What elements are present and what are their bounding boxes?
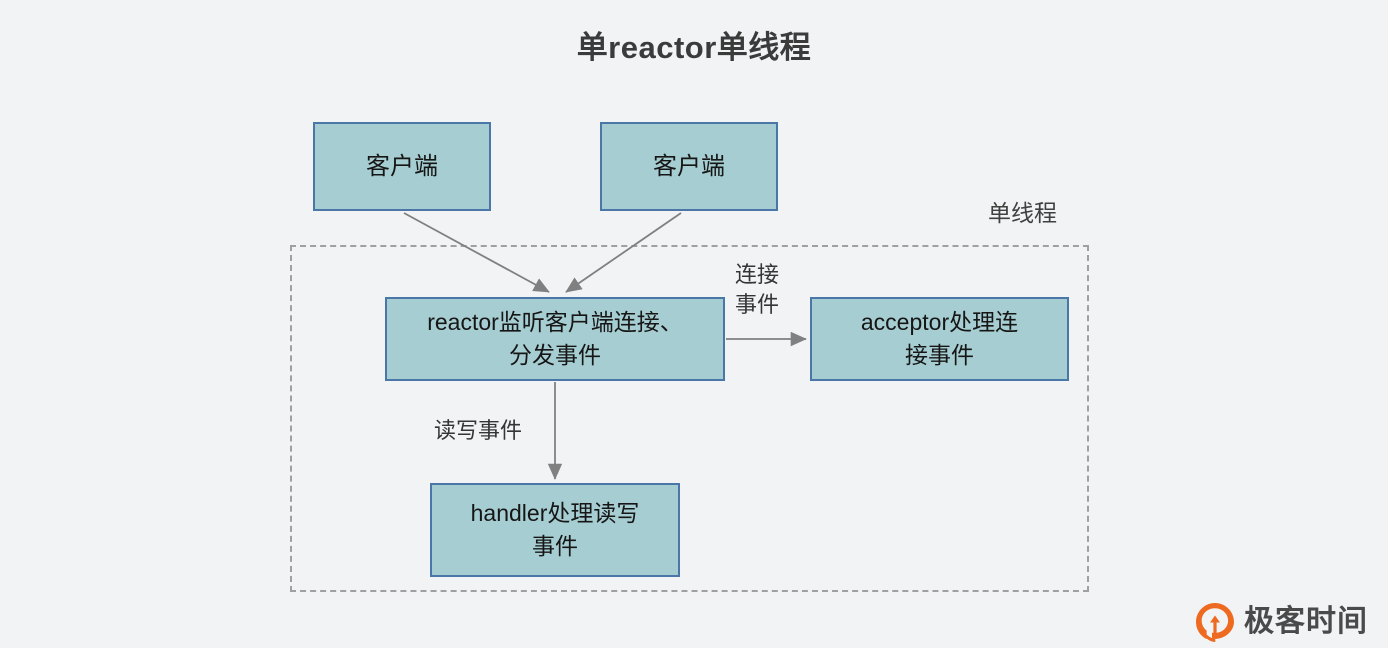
node-acceptor-label: acceptor处理连 接事件	[860, 309, 1019, 368]
single-thread-container	[290, 245, 1089, 592]
page-title: 单reactor单线程	[576, 30, 812, 65]
node-handler-label: handler处理读写 事件	[470, 500, 640, 559]
edge-label-connection-event: 连接 事件	[735, 262, 780, 317]
geektime-logo-icon	[1196, 603, 1234, 642]
watermark-text: 极客时间	[1244, 605, 1368, 638]
node-handler[interactable]: handler处理读写 事件	[430, 483, 680, 577]
single-thread-label: 单线程	[988, 200, 1057, 226]
watermark: 极客时间	[1194, 601, 1368, 643]
node-reactor-label: reactor监听客户端连接、 分发事件	[427, 309, 683, 368]
node-client-2-label: 客户端	[653, 153, 725, 180]
node-acceptor[interactable]: acceptor处理连 接事件	[810, 297, 1069, 381]
node-client-2[interactable]: 客户端	[600, 122, 778, 211]
node-client-1-label: 客户端	[366, 153, 438, 180]
node-client-1[interactable]: 客户端	[313, 122, 491, 211]
edge-label-readwrite-event: 读写事件	[434, 418, 523, 443]
node-reactor[interactable]: reactor监听客户端连接、 分发事件	[385, 297, 725, 381]
